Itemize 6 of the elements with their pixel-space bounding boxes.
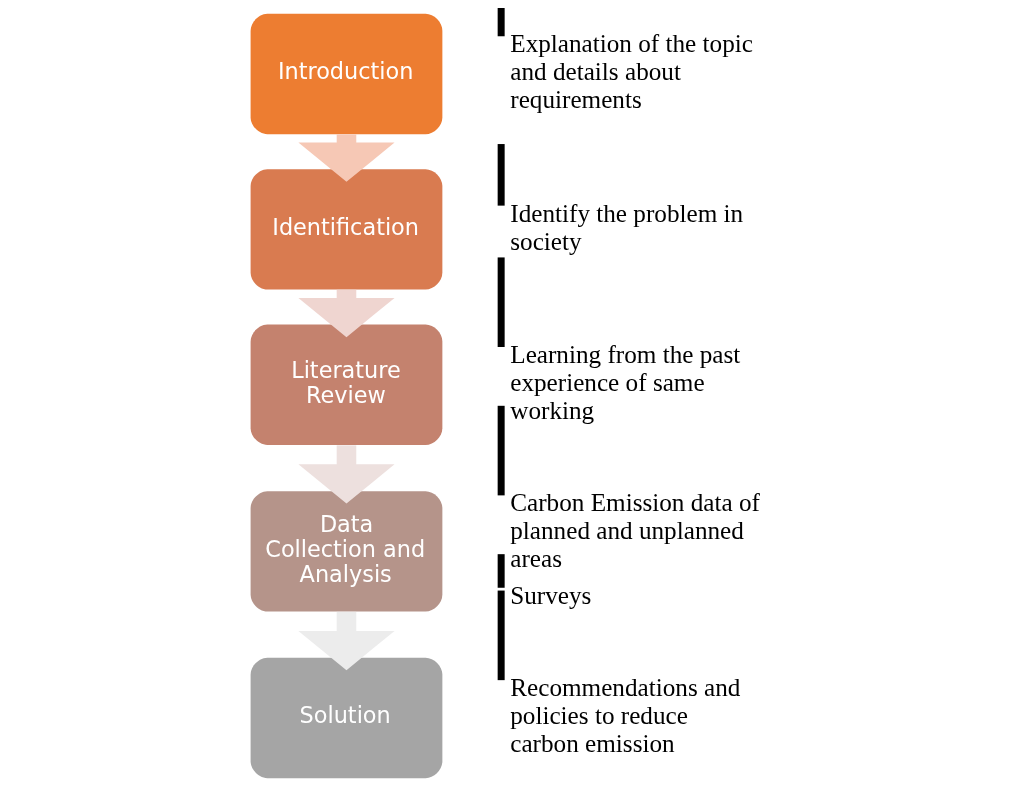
node-label: Carbon Emission data of planned and unplanned areas	[510, 489, 760, 573]
node-label: Identify the problem in society	[510, 199, 744, 255]
node-label: Learning from the past experience of same working	[510, 340, 741, 424]
node-label: Recommendations and policies to reduce carbon emission	[510, 674, 741, 758]
node-label: Explanation of the topic and details about requirements	[510, 30, 753, 114]
node-label: Surveys	[510, 581, 592, 609]
